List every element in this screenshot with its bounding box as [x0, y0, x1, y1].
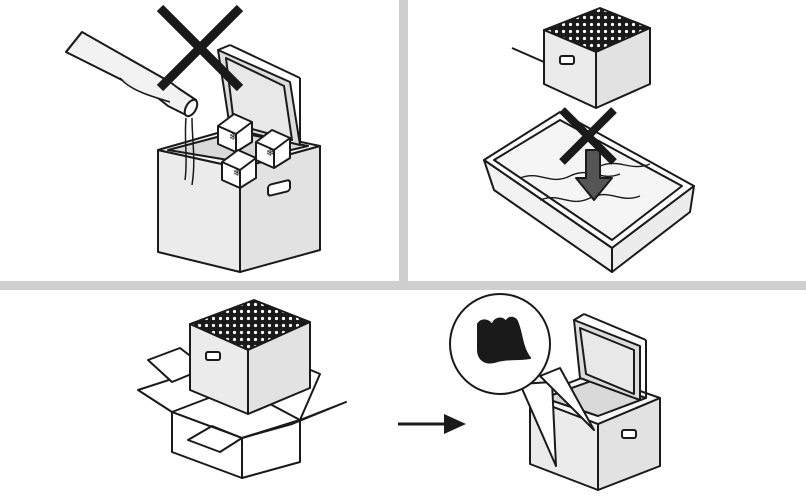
water-stream [184, 117, 195, 186]
panel-packed-in-carton [137, 299, 347, 479]
bottle-icon [65, 31, 199, 118]
cooling-box-closed [511, 7, 651, 109]
hand-icon [477, 316, 531, 364]
svg-text:❄: ❄ [233, 168, 241, 179]
arrow-right-icon [398, 414, 466, 434]
prohibited-x-icon [559, 107, 617, 165]
prohibited-x-icon [156, 4, 244, 92]
panel-no-immersion [483, 7, 695, 273]
panel-dividers [0, 0, 806, 290]
panel-open-lid-check-damage [449, 293, 661, 491]
panel-no-water-ice: ❄ ❄ ❄ [65, 4, 321, 273]
svg-text:❄: ❄ [229, 132, 237, 143]
horizontal-divider [0, 281, 806, 290]
cooling-box-closed [189, 299, 311, 415]
ice-cubes: ❄ ❄ ❄ [217, 113, 291, 189]
arrow-down-icon [575, 149, 613, 201]
magnifier-callout [449, 293, 595, 467]
vertical-divider [399, 0, 408, 281]
svg-text:❄: ❄ [266, 148, 274, 159]
